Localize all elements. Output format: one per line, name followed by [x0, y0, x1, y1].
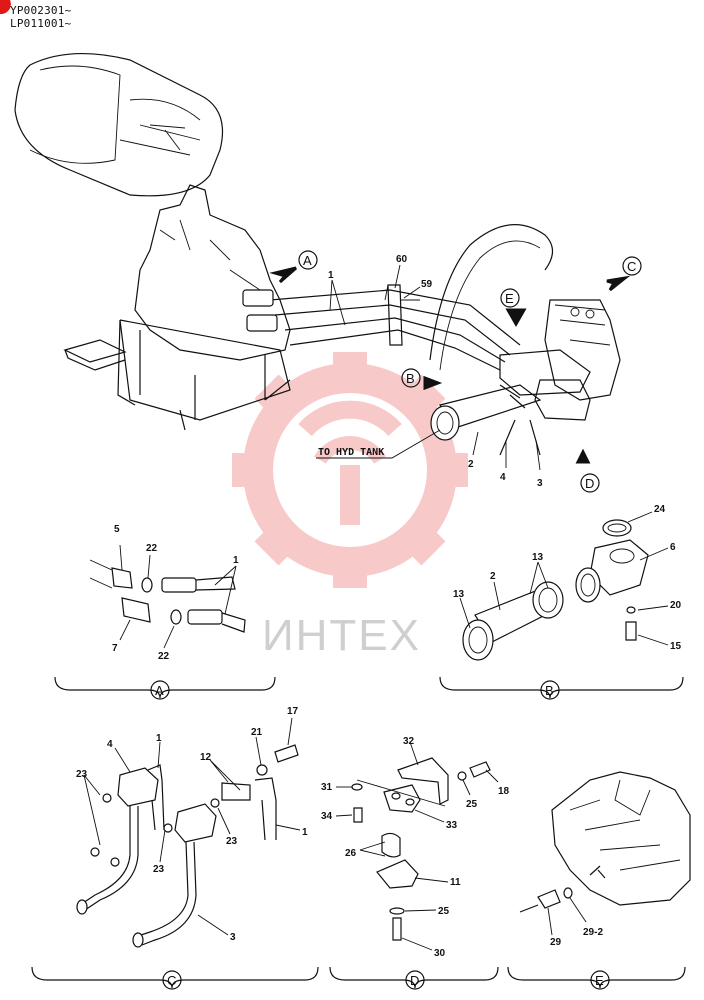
part-number-c-23-mid: 23 [153, 864, 165, 875]
view-e-bracket [507, 966, 686, 989]
view-b-label: B [545, 683, 554, 698]
view-d-label: D [410, 973, 419, 988]
part-number-d-25-top: 25 [466, 799, 478, 810]
part-number-b-6: 6 [670, 542, 676, 553]
part-number-e-29-2: 29-2 [583, 927, 603, 938]
callout-view-a: A [303, 253, 312, 268]
part-number-b-20: 20 [670, 600, 682, 611]
part-number-d-31: 31 [321, 782, 333, 793]
view-a-bracket [54, 676, 276, 699]
part-number-a-22-bottom: 22 [158, 651, 170, 662]
view-b-bracket [439, 676, 684, 699]
part-number-c-12: 12 [200, 752, 212, 763]
part-number-b-24: 24 [654, 504, 666, 515]
control-valve-block [63, 184, 291, 431]
part-number-d-11: 11 [450, 877, 461, 888]
part-number-c-1-top: 1 [156, 733, 162, 744]
part-number-1: 1 [328, 270, 334, 281]
part-number-d-26: 26 [345, 848, 357, 859]
part-number-b-2: 2 [490, 571, 496, 582]
callout-view-c: C [627, 259, 636, 274]
serial-number-1: YP002301~ [10, 4, 72, 17]
callout-view-d: D [585, 476, 594, 491]
corner-mark-icon [0, 0, 11, 15]
arrow-a-icon [269, 266, 297, 284]
pump-fan-assembly [429, 224, 621, 456]
part-number-d-25-bottom: 25 [438, 906, 450, 917]
arrow-c-icon [606, 275, 631, 292]
view-e-parts [519, 771, 691, 913]
hydraulic-lines-assembly [242, 284, 521, 371]
part-number-b-13-left: 13 [453, 589, 465, 600]
watermark-gear-icon [232, 352, 468, 588]
part-number-d-32: 32 [403, 736, 415, 747]
part-number-a-1: 1 [233, 555, 239, 566]
callout-view-b: B [406, 371, 415, 386]
part-number-b-15: 15 [670, 641, 682, 652]
arrow-b-icon [423, 375, 443, 391]
part-number-c-23-right: 23 [226, 836, 238, 847]
part-number-2: 2 [468, 459, 474, 470]
part-number-a-5: 5 [114, 524, 120, 535]
part-number-3: 3 [537, 478, 543, 489]
view-d-parts [351, 757, 491, 941]
part-number-e-29: 29 [550, 937, 562, 948]
view-b-parts [462, 519, 649, 661]
part-number-a-22-top: 22 [146, 543, 158, 554]
part-number-4: 4 [500, 472, 506, 483]
part-number-d-30: 30 [434, 948, 446, 959]
part-number-60: 60 [396, 254, 408, 265]
part-number-c-1-right: 1 [302, 827, 308, 838]
view-d-bracket [329, 966, 499, 989]
view-c-bracket [31, 966, 319, 989]
view-c-parts [76, 744, 299, 948]
part-number-59: 59 [421, 279, 433, 290]
view-a-label: A [155, 683, 164, 698]
part-number-c-17: 17 [287, 706, 299, 717]
arrow-d-icon [575, 448, 591, 464]
part-number-b-13-top: 13 [532, 552, 544, 563]
part-number-c-21: 21 [251, 727, 263, 738]
view-c-label: C [167, 973, 176, 988]
part-number-a-7: 7 [112, 643, 118, 654]
watermark-text: ИНТЕХ [262, 611, 421, 660]
callout-view-e: E [505, 291, 514, 306]
part-number-c-23-left: 23 [76, 769, 88, 780]
part-number-d-33: 33 [446, 820, 458, 831]
view-a-parts [89, 559, 246, 633]
arrow-e-icon [505, 308, 527, 328]
part-number-d-34: 34 [321, 811, 333, 822]
part-number-c-4: 4 [107, 739, 113, 750]
machine-overview-sketch [14, 52, 224, 197]
part-number-d-18: 18 [498, 786, 510, 797]
view-e-label: E [595, 973, 604, 988]
serial-number-2: LP011001~ [10, 17, 72, 30]
to-hyd-tank-label: TO HYD TANK [318, 447, 384, 458]
part-number-c-3: 3 [230, 932, 236, 943]
